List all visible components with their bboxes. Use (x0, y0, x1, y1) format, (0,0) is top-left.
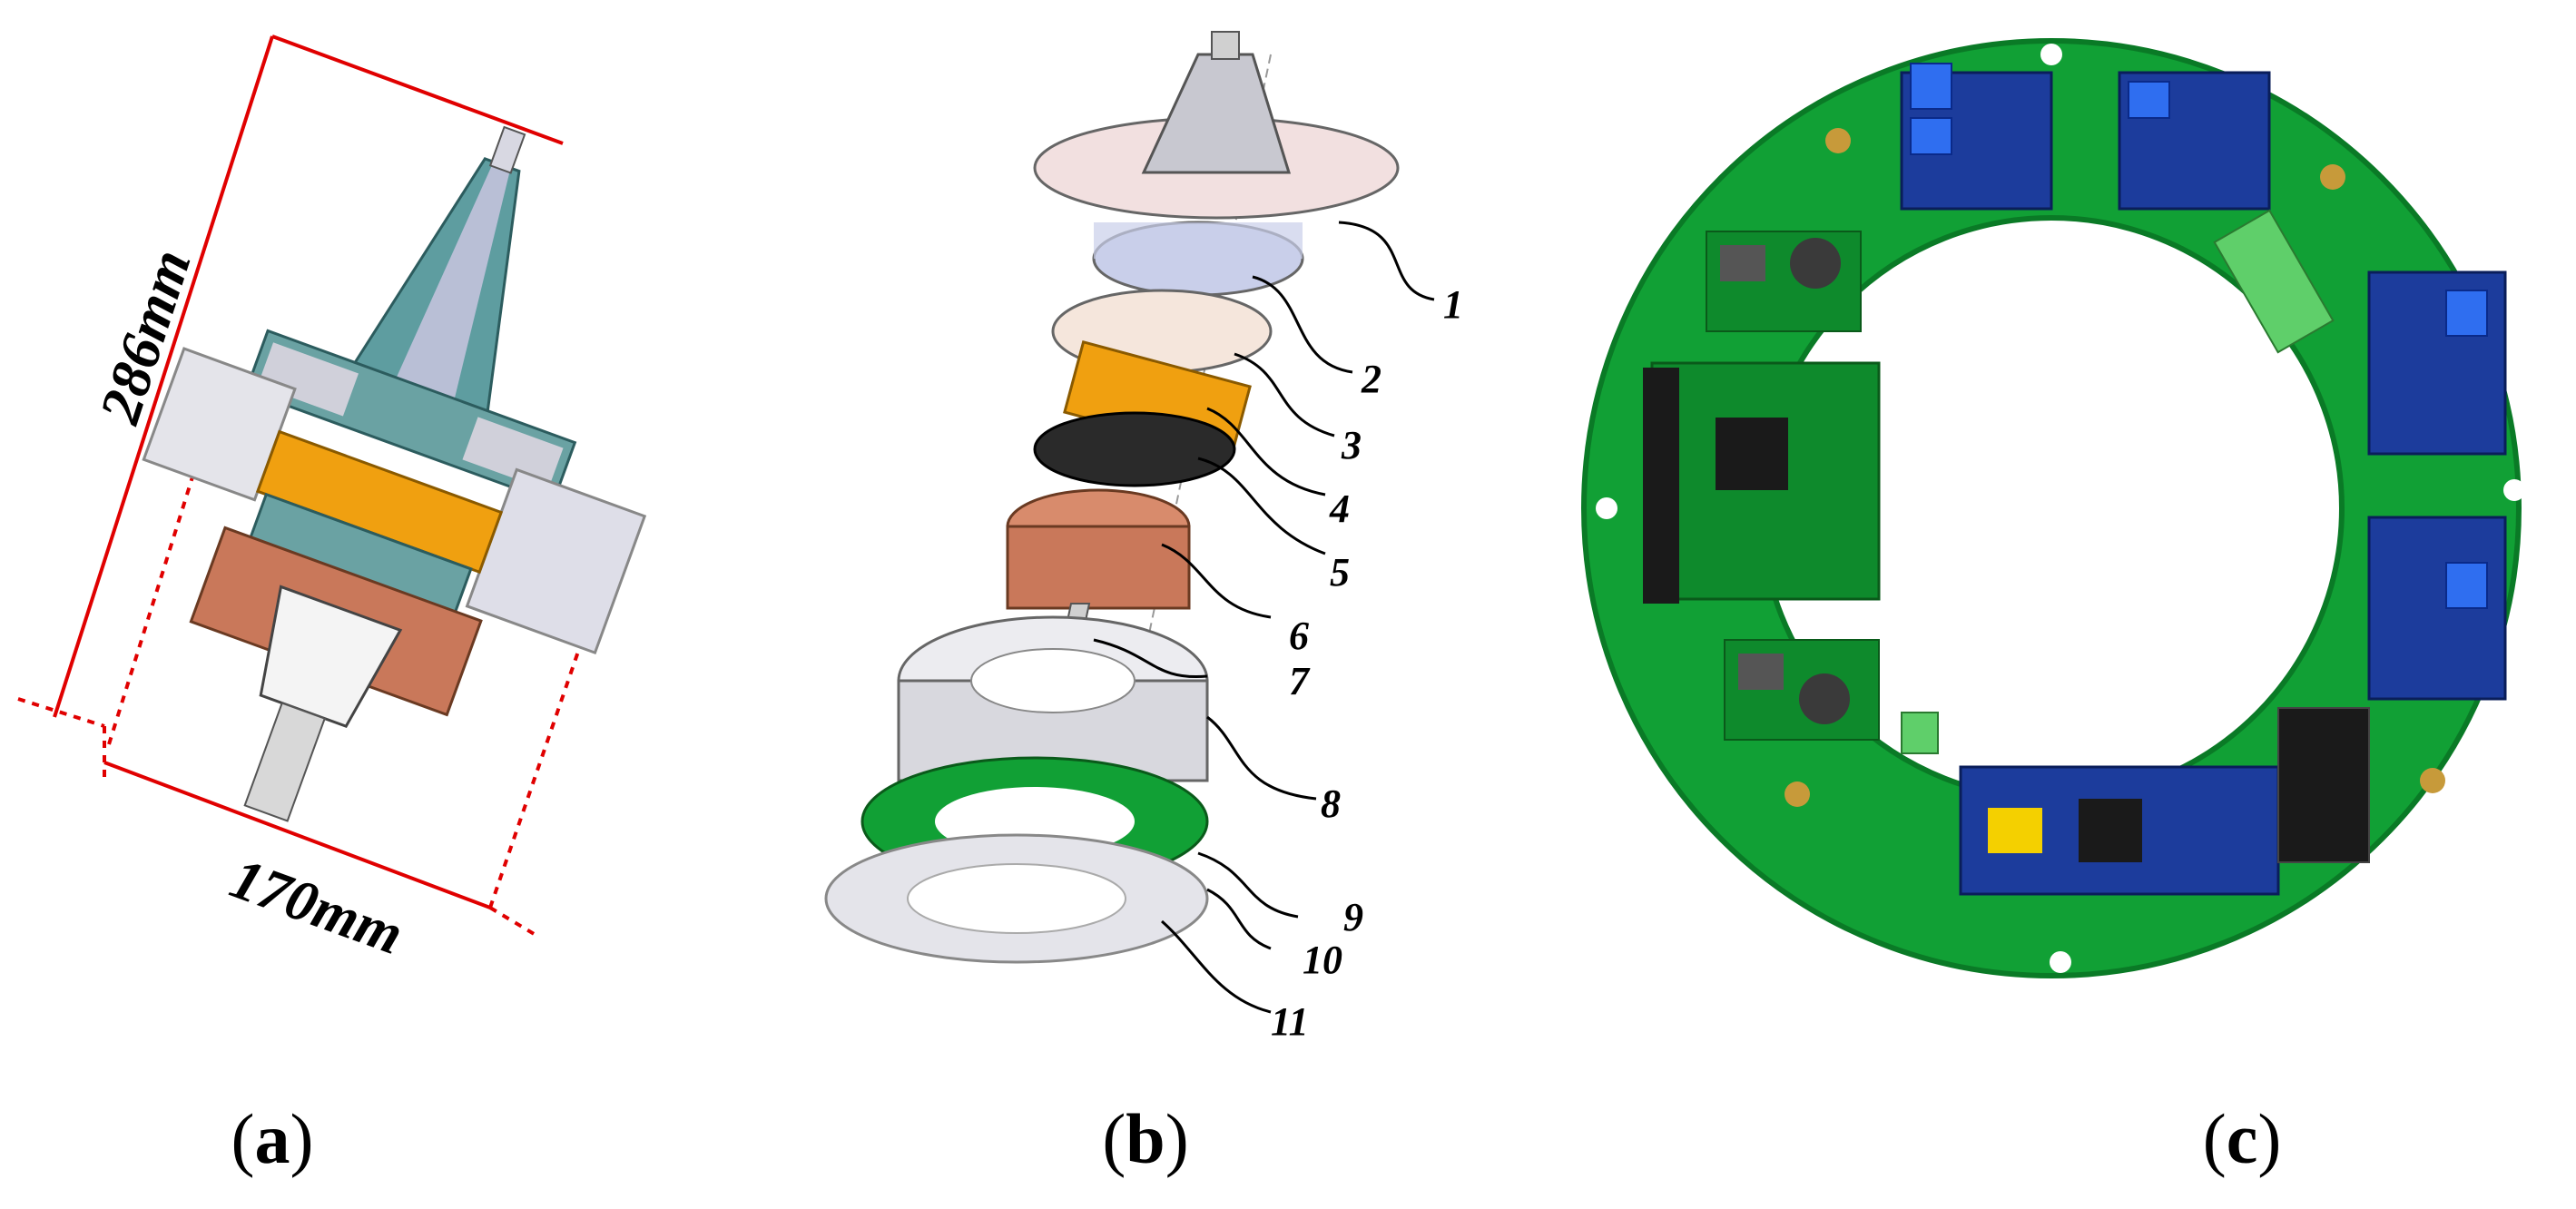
part-number-9: 9 (1343, 895, 1363, 939)
part-number-5: 5 (1330, 550, 1350, 595)
caption-a: (a) (231, 1099, 314, 1178)
part-number-10: 10 (1303, 938, 1342, 982)
part-8-large-ring (897, 615, 1209, 782)
part-1-top-plate (1033, 31, 1400, 220)
mcu-chip (2079, 799, 2142, 862)
leader-lines (1093, 221, 1435, 1014)
exploded-assembly-drawing: 1 2 3 4 5 6 7 8 9 10 11 (824, 31, 1463, 1044)
part-number-7: 7 (1289, 659, 1311, 703)
inductor-bottom (1738, 654, 1784, 690)
potentiometers (1910, 63, 2488, 609)
part-5-black-disc (1033, 411, 1236, 487)
part-number-6: 6 (1289, 614, 1309, 658)
circular-pcb-board (1581, 38, 2525, 978)
part-number-4: 4 (1329, 487, 1350, 531)
jumper-block (1988, 808, 2042, 853)
adc-chip (1716, 418, 1788, 490)
part-number-11: 11 (1271, 999, 1309, 1044)
sensor-modules (1900, 71, 2507, 701)
part-number-8: 8 (1321, 781, 1341, 826)
part-number-3: 3 (1341, 423, 1362, 467)
caption-b: (b) (1102, 1099, 1189, 1178)
capacitor-bottom (1799, 673, 1850, 724)
dimension-lines (17, 34, 592, 937)
capacitor-top (1790, 238, 1841, 289)
mounting-holes (1596, 44, 2525, 973)
pin-header (1643, 368, 1679, 604)
toolholder-body (142, 125, 647, 822)
width-dimension-label: 170mm (222, 845, 411, 967)
inductor-top (1720, 245, 1765, 281)
part-6-copper-block (1006, 488, 1191, 610)
caption-c: (c) (2202, 1099, 2282, 1178)
panel-a-sectional-view: 286mm 170mm (a) (0, 0, 781, 1209)
panel-c-pcb-photo: (c) (1525, 0, 2576, 1209)
part-number-1: 1 (1443, 282, 1463, 327)
toolholder-section-drawing: 286mm 170mm (17, 34, 647, 967)
terminal-block-right (2213, 209, 2335, 354)
terminal-block-bottom (1901, 712, 1939, 754)
wireless-module (2277, 707, 2370, 863)
part-number-2: 2 (1361, 357, 1381, 401)
panel-b-exploded-view: 1 2 3 4 5 6 7 8 9 10 11 (b) (781, 0, 1525, 1209)
